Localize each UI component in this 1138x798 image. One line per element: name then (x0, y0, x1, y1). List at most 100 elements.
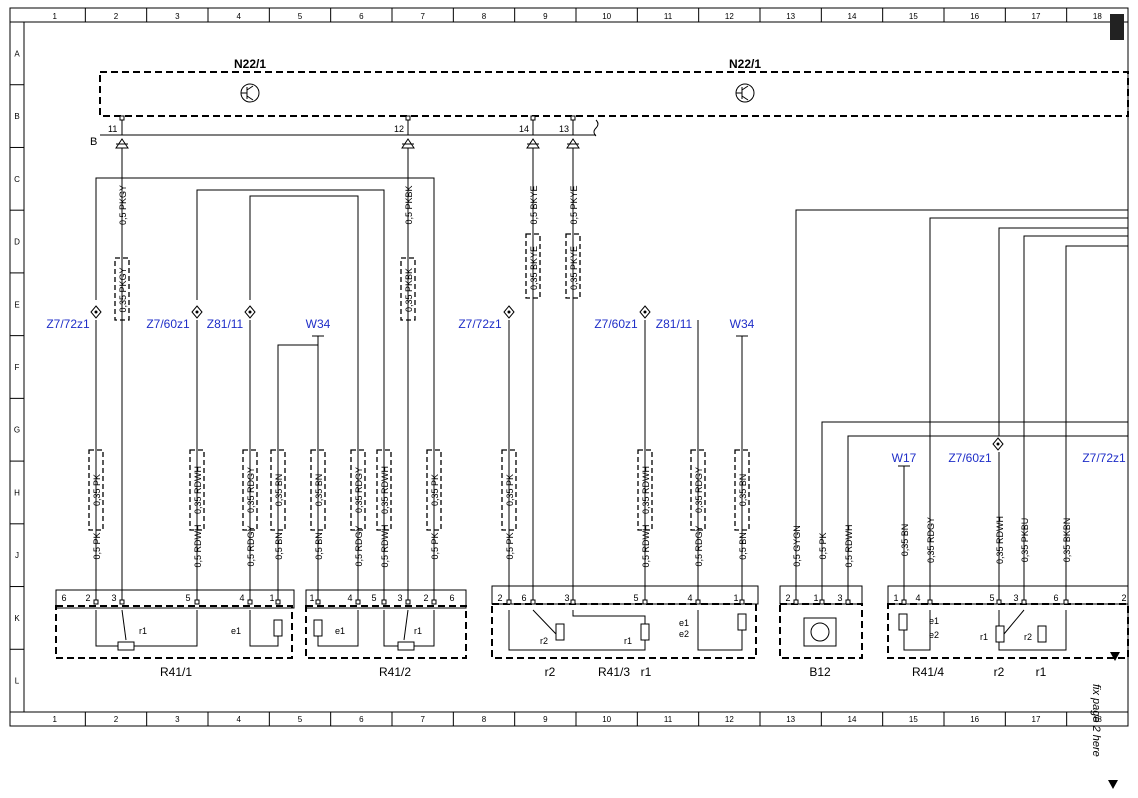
control-unit-label-left: N22/1 (234, 57, 266, 71)
splice-boxes (114, 233, 581, 321)
grid-column-label: 9 (543, 715, 548, 724)
location-label: W34 (306, 317, 331, 331)
grid-row-label: L (15, 677, 20, 686)
pin-terminal (793, 599, 799, 605)
grid-column-label: 5 (298, 715, 303, 724)
pin-terminal (901, 599, 907, 605)
wire-label: 0,35 PKBK (404, 268, 414, 312)
pin-number: 1 (269, 593, 274, 603)
pin-number: 1 (893, 593, 898, 603)
component-inner-label: r1 (624, 636, 632, 646)
location-label: W17 (892, 451, 917, 465)
pin-terminal (315, 599, 321, 605)
pin-terminal (1063, 599, 1069, 605)
grid-column-label: 11 (664, 12, 673, 21)
grid-column-label: 6 (359, 715, 364, 724)
component-labels: R41/1 R41/2 R41/3 B12 R41/4 r2 r1 r2 r1 (160, 665, 1047, 679)
sub-label: r2 (545, 665, 556, 679)
pin-number: 4 (347, 593, 352, 603)
grid-row-label: F (15, 363, 20, 372)
grid-column-label: 15 (909, 715, 918, 724)
pin-number: 2 (85, 593, 90, 603)
component-inner-label: r1 (980, 632, 988, 642)
wire-label: 0,5 BN (274, 532, 284, 560)
sub-label: r2 (994, 665, 1005, 679)
grid-column-label: 1 (52, 715, 57, 724)
connector-label: B (90, 136, 97, 148)
page-note: fix page 2 here (1090, 684, 1102, 757)
wire-label: 0,5 RDWH (641, 524, 651, 567)
pin-number: 3 (397, 593, 402, 603)
wire-label: 0,35 RDWH (995, 516, 1005, 564)
wire-label: 0,5 RDGY (354, 525, 364, 566)
grid-column-label: 16 (970, 715, 979, 724)
pin-number: 4 (239, 593, 244, 603)
location-label: Z7/72z1 (46, 317, 90, 331)
pin-number: 3 (564, 593, 569, 603)
grid-row-label: C (14, 175, 20, 184)
grid-column-label: 8 (482, 12, 487, 21)
grid-column-label: 18 (1093, 715, 1102, 724)
pin-terminal (927, 599, 933, 605)
location-label: W34 (730, 317, 755, 331)
component-inner-label: e2 (679, 629, 689, 639)
grid-column-label: 10 (602, 715, 611, 724)
wire-label: 0,35 BN (314, 474, 324, 507)
component-inner-label: e1 (335, 626, 345, 636)
wire-label: 0,5 RDWH (193, 524, 203, 567)
wire-label: 0,35 PK (92, 474, 102, 506)
grid-column-label: 14 (848, 715, 857, 724)
page-corner-marker (1110, 14, 1124, 40)
wire-label: 0,5 PK (92, 532, 102, 559)
pin-number: 6 (449, 593, 454, 603)
pin-terminal (642, 599, 648, 605)
wire-label: 0,5 RDWH (380, 524, 390, 567)
pin-terminal (275, 599, 281, 605)
grid-column-label: 2 (114, 715, 119, 724)
component-label: R41/2 (379, 665, 411, 679)
pin-number: 2 (1121, 593, 1126, 603)
pin-terminal (739, 599, 745, 605)
grid-column-label: 8 (482, 715, 487, 724)
pin-terminal (506, 599, 512, 605)
component-label: R41/1 (160, 665, 192, 679)
component-boxes (55, 585, 1129, 659)
grid-row-label: B (14, 112, 19, 121)
grid-column-label: 7 (420, 12, 425, 21)
wire-label: 0,5 GYGN (792, 525, 802, 567)
wire-label: 0,35 RDWH (641, 466, 651, 514)
component-inner-label: r1 (139, 626, 147, 636)
wire-label: 0,35 PKBU (1020, 518, 1030, 563)
control-unit-label-right: N22/1 (729, 57, 761, 71)
grid-column-label: 15 (909, 12, 918, 21)
pin-terminal (194, 599, 200, 605)
pin-number: 13 (559, 124, 569, 134)
wire-label: 0,5 RDGY (246, 525, 256, 566)
location-label: Z7/72z1 (458, 317, 502, 331)
wire-label: 0,5 BKYE (529, 185, 539, 224)
grid-column-label: 3 (175, 12, 180, 21)
grid-row-label: E (14, 300, 19, 309)
pin-terminal (695, 599, 701, 605)
grid-column-label: 2 (114, 12, 119, 21)
wire-label: 0,5 PKYE (569, 185, 579, 224)
pin-number: 6 (61, 593, 66, 603)
grid-column-label: 7 (420, 715, 425, 724)
grid-column-label: 18 (1093, 12, 1102, 21)
pin-number: 5 (989, 593, 994, 603)
component-label: B12 (809, 665, 831, 679)
location-label: Z81/11 (656, 317, 693, 331)
component-inner-label: r2 (540, 636, 548, 646)
wire-label: 0,35 RDGY (926, 517, 936, 563)
location-label: Z7/60z1 (146, 317, 190, 331)
wire-label: 0,35 RDGY (354, 467, 364, 513)
grid-row-label: G (14, 426, 20, 435)
wire-label: 0,35 BN (738, 474, 748, 507)
component-inner-label: e1 (231, 626, 241, 636)
pin-number: 5 (371, 593, 376, 603)
component-inner-label: e2 (929, 630, 939, 640)
location-label: Z7/60z1 (594, 317, 638, 331)
wire-label: 0,35 PKYE (569, 246, 579, 290)
